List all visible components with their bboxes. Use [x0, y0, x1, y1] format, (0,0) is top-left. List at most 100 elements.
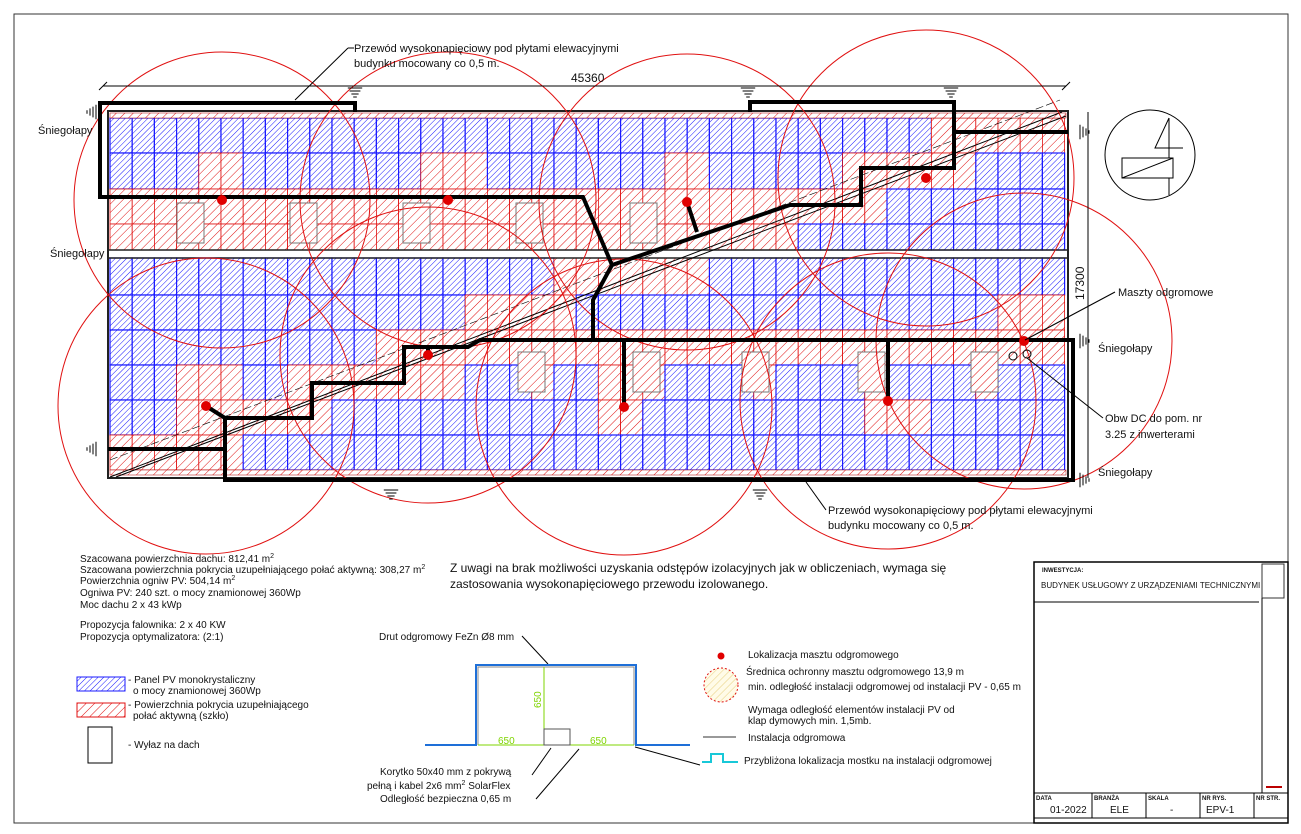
- svg-text:Odległość bezpieczna 0,65 m: Odległość bezpieczna 0,65 m: [380, 794, 511, 805]
- svg-text:Przybliżona lokalizacja mostku: Przybliżona lokalizacja mostku na instal…: [744, 756, 992, 767]
- pv-panel: [575, 364, 600, 401]
- mast-icon: [883, 396, 893, 406]
- protection-circle: [777, 29, 1075, 327]
- roof-exit: [632, 351, 661, 393]
- pv-panel: [242, 152, 266, 190]
- pv-panel: [198, 257, 222, 296]
- cover-panel: [553, 188, 577, 225]
- svg-text:Propozycja falownika: 2 x 40 K: Propozycja falownika: 2 x 40 KW: [80, 620, 226, 631]
- pv-panel: [886, 117, 910, 154]
- ground-icon: [943, 87, 959, 98]
- pv-panel: [331, 329, 355, 366]
- pv-panel: [841, 223, 866, 251]
- ground-icon: [383, 489, 399, 500]
- svg-text:Moc dachu 2 x 43 kWp: Moc dachu 2 x 43 kWp: [80, 600, 182, 611]
- cover-panel: [598, 188, 622, 225]
- pv-panel: [1041, 399, 1066, 436]
- roof-exit: [970, 351, 999, 393]
- pv-panel: [420, 294, 444, 331]
- cover-panel: [553, 329, 577, 366]
- pv-panel: [686, 434, 711, 471]
- cover-panel: [264, 223, 288, 251]
- pv-panel: [353, 329, 378, 366]
- pv-panel: [375, 294, 400, 331]
- ground-symbols: [86, 87, 1090, 500]
- cover-panel: [176, 399, 200, 436]
- pv-panel: [708, 434, 733, 471]
- pv-panel: [109, 257, 133, 296]
- cover-panel: [464, 152, 488, 190]
- svg-text:połać aktywną (szkło): połać aktywną (szkło): [133, 711, 229, 722]
- cover-panel: [908, 329, 932, 366]
- pv-panel: [420, 117, 444, 154]
- pv-panel: [553, 364, 577, 401]
- snow-guard-label: Śniegołapy: [38, 124, 93, 137]
- pv-panel: [819, 117, 844, 154]
- pv-panel: [886, 364, 910, 401]
- pv-panel: [730, 294, 755, 331]
- pv-panel: [242, 364, 266, 401]
- pv-panel: [442, 399, 466, 436]
- pv-panel: [1019, 399, 1044, 436]
- pv-panel: [952, 294, 977, 331]
- pv-panel: [997, 364, 1021, 401]
- pv-panel: [1041, 257, 1066, 296]
- cover-panel: [997, 329, 1021, 366]
- pv-panel: [753, 294, 777, 331]
- cover-panel: [486, 329, 510, 366]
- pv-panel: [442, 294, 466, 331]
- pv-panel: [886, 434, 910, 471]
- cover-panel: [109, 188, 133, 225]
- cover-panel: [598, 364, 622, 401]
- pv-panel: [819, 294, 844, 331]
- dimension-height-label: 17300: [1073, 266, 1087, 300]
- pv-panel: [176, 294, 200, 331]
- cover-panel: [820, 329, 844, 366]
- pv-panel: [509, 434, 533, 471]
- pv-panel: [642, 434, 666, 471]
- pv-panel: [819, 434, 844, 471]
- pv-panel: [531, 152, 555, 190]
- pv-panel: [509, 257, 533, 296]
- pv-panel: [753, 117, 777, 154]
- sheet-border: [13, 13, 1289, 824]
- pv-panel: [264, 294, 289, 331]
- cover-panel: [664, 329, 688, 366]
- pv-panel: [952, 223, 977, 251]
- pv-panel: [331, 257, 355, 296]
- pv-panel: [109, 364, 133, 401]
- pv-panel: [398, 152, 422, 190]
- svg-text:Obw DC do pom. nr: Obw DC do pom. nr: [1105, 413, 1203, 425]
- pv-panel: [264, 434, 289, 471]
- cover-panel: [464, 223, 488, 251]
- pv-panel: [287, 257, 311, 296]
- pv-panel: [864, 434, 888, 471]
- pv-panel: [509, 399, 533, 436]
- svg-text:- Panel PV monokrystaliczny: - Panel PV monokrystaliczny: [128, 675, 255, 686]
- lightning-conductor: [98, 100, 1075, 482]
- north-arrow-icon: [1104, 109, 1196, 201]
- cover-swatch: [76, 702, 126, 718]
- pv-panel: [864, 223, 888, 251]
- pv-panel: [242, 329, 266, 366]
- svg-text:Powierzchnia ogniw PV: 504,14: Powierzchnia ogniw PV: 504,14 m2: [80, 575, 235, 587]
- pv-panel: [664, 399, 688, 436]
- pv-panel: [775, 434, 799, 471]
- pv-panel: [353, 294, 378, 331]
- cover-panel: [598, 329, 622, 366]
- pv-panel: [930, 364, 955, 401]
- pv-panel: [131, 257, 155, 296]
- pv-panel: [353, 152, 378, 190]
- pv-panel: [908, 188, 933, 225]
- cover-panel: [220, 223, 244, 251]
- pv-panel: [864, 257, 888, 296]
- pv-panel: [486, 117, 511, 154]
- pv-panel: [176, 152, 200, 190]
- pv-panel: [353, 434, 378, 471]
- pv-panel: [708, 399, 733, 436]
- pv-panel: [553, 117, 577, 154]
- pv-panel: [287, 329, 311, 366]
- svg-text:Z uwagi na brak możliwości uzy: Z uwagi na brak możliwości uzyskania ods…: [450, 561, 947, 575]
- pv-panel: [708, 294, 733, 331]
